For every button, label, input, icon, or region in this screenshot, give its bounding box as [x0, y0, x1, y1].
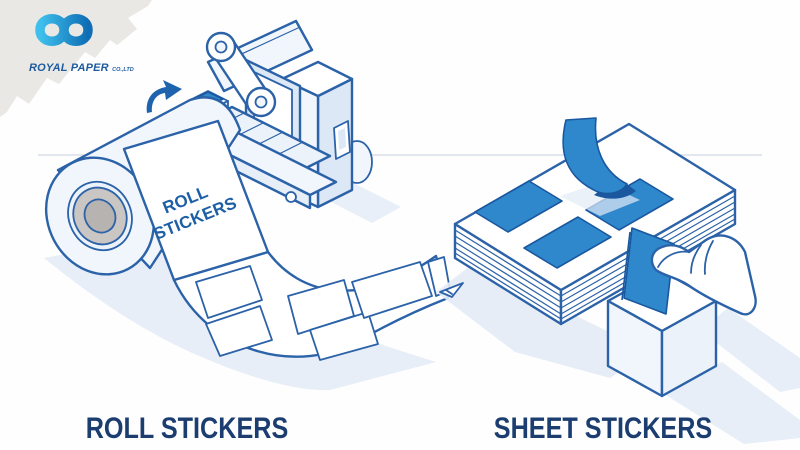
royal-paper-logo: ROYAL PAPER CO.,LTD [14, 6, 154, 84]
sheet-stickers-title: SHEET STICKERS [493, 412, 713, 445]
paper-scrap-icon [439, 282, 464, 298]
sheet-stickers-illustration [436, 117, 800, 444]
logo-text: ROYAL PAPER CO.,LTD [29, 62, 134, 74]
infinity-logo-icon [35, 14, 93, 46]
roll-stickers-illustration: ROLL STICKERS [44, 19, 451, 391]
sheet-sticker [474, 180, 563, 233]
roll-stickers-title: ROLL STICKERS [85, 412, 289, 445]
peel-fold [594, 184, 636, 199]
box-shadow [664, 362, 800, 444]
feed-direction-arrow-icon [146, 80, 182, 113]
peeling-sticker-icon [562, 117, 628, 195]
hand-shadow [700, 308, 800, 392]
hand-icon [650, 234, 757, 316]
front-label [122, 119, 270, 282]
sheet-sticker [523, 216, 612, 269]
label-strip [172, 250, 451, 361]
label-applicator-machine-icon [189, 19, 401, 223]
label-roll-icon: ROLL STICKERS [44, 96, 270, 282]
stack-shadow [436, 266, 650, 378]
